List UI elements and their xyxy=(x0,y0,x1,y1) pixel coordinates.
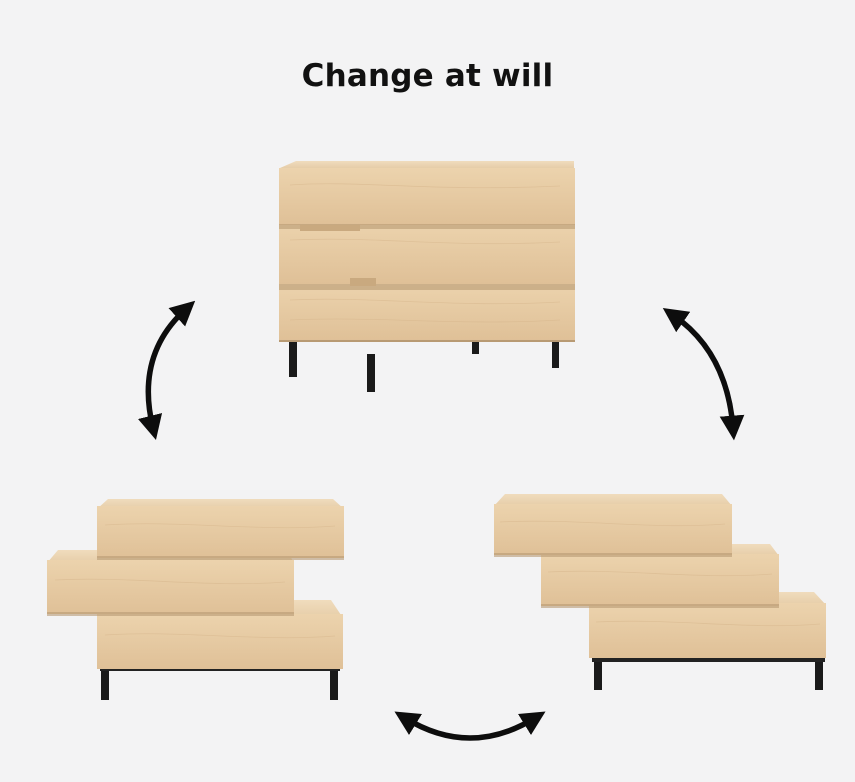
drawer-front xyxy=(494,504,732,555)
drawer-front xyxy=(97,614,343,669)
leg xyxy=(472,340,479,354)
leg xyxy=(367,354,375,392)
drawer-front xyxy=(589,603,826,658)
drawer-front xyxy=(47,560,294,614)
drawer-top xyxy=(280,161,574,168)
leg xyxy=(330,670,338,700)
leg xyxy=(594,660,602,690)
drawer-front xyxy=(279,283,575,341)
curved-double-arrow-icon xyxy=(138,300,196,441)
leg xyxy=(552,335,559,368)
leg-frame xyxy=(592,655,825,662)
furniture-stacked-stepped-right xyxy=(494,494,826,690)
drawer-front xyxy=(279,168,575,225)
curved-double-arrow-icon xyxy=(394,711,546,741)
curved-double-arrow-icon xyxy=(662,308,745,441)
drawer-front xyxy=(279,222,575,284)
drawer-front xyxy=(541,554,779,606)
leg xyxy=(101,670,109,700)
leg xyxy=(289,340,297,377)
furniture-stacked-offset-left xyxy=(47,499,344,700)
page-headline: Change at will xyxy=(301,58,554,94)
furniture-stacked-aligned xyxy=(279,161,575,392)
drawer-front xyxy=(97,506,344,558)
leg xyxy=(815,660,823,690)
